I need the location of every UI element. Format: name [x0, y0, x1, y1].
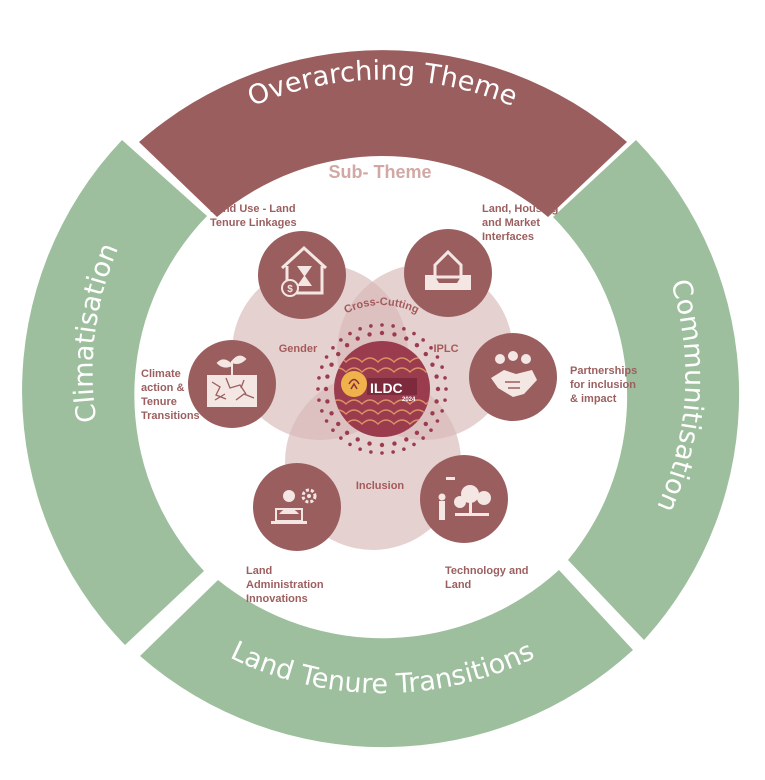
halo-dot	[344, 430, 350, 435]
halo-dot	[429, 428, 433, 432]
gender-label: Gender	[279, 343, 318, 355]
land-use-tenure-icon-group: $	[258, 231, 346, 319]
halo-dot	[412, 442, 416, 447]
halo-dot	[336, 421, 341, 427]
halo-dot	[430, 362, 435, 367]
halo-dot	[358, 327, 362, 331]
halo-dot	[348, 442, 352, 447]
halo-dot	[435, 419, 440, 423]
halo-dot	[339, 338, 343, 342]
halo-dot	[421, 338, 425, 342]
climate-icon-group	[188, 340, 276, 428]
halo-dot	[391, 324, 395, 328]
halo-dot	[380, 451, 384, 455]
house-tray-icon	[404, 229, 492, 317]
label-climate: Climate action & Tenure Transitions	[141, 368, 200, 422]
halo-dot	[435, 355, 440, 359]
halo-dot	[440, 409, 444, 413]
communitisation-arc	[553, 140, 740, 640]
halo-dot	[444, 387, 448, 391]
halo-dot	[412, 331, 416, 336]
halo-dot	[317, 376, 321, 380]
iplc-label: IPLC	[433, 343, 458, 355]
halo-dot	[331, 428, 335, 432]
label-land-admin: Land Administration Innovations	[246, 565, 327, 605]
halo-dot	[336, 351, 341, 357]
halo-dot	[414, 343, 420, 348]
partnerships-icon-group	[469, 333, 557, 421]
halo-dot	[443, 376, 447, 380]
halo-dot	[391, 450, 395, 454]
halo-dot	[430, 411, 435, 416]
halo-dot	[392, 332, 397, 337]
technology-icon-group	[420, 455, 508, 543]
halo-dot	[434, 374, 439, 379]
halo-dot	[404, 336, 409, 341]
halo-dot	[392, 441, 397, 446]
label-land-housing: Land, Housing and Market Interfaces	[482, 203, 561, 243]
halo-dot	[355, 437, 360, 442]
halo-dot	[435, 386, 441, 392]
sub-theme-title: Sub- Theme	[328, 162, 431, 182]
label-technology: Technology and Land	[445, 565, 532, 591]
logo-dot-halo	[316, 323, 448, 455]
halo-dot	[421, 436, 425, 440]
halo-dot	[369, 450, 373, 454]
halo-dot	[379, 442, 385, 448]
halo-dot	[325, 374, 330, 379]
halo-dot	[369, 324, 373, 328]
svg-text:$: $	[287, 284, 293, 295]
halo-dot	[355, 336, 360, 341]
halo-dot	[440, 365, 444, 369]
label-partnerships: Partnerships for inclusion & impact	[570, 365, 640, 405]
overarching-theme-arc	[139, 50, 627, 217]
halo-dot	[329, 362, 334, 367]
person-laptop-gear-icon	[253, 463, 341, 551]
halo-dot	[443, 398, 447, 402]
halo-dot	[414, 430, 420, 435]
halo-dot	[380, 323, 384, 327]
halo-dot	[402, 447, 406, 451]
halo-dot	[320, 409, 324, 413]
halo-dot	[324, 419, 329, 423]
land-tenure-transitions-arc	[140, 570, 633, 748]
halo-dot	[324, 355, 329, 359]
halo-dot	[316, 387, 320, 391]
ildc-logo: ILDC 2024	[316, 323, 448, 455]
halo-dot	[423, 351, 428, 357]
halo-dot	[325, 399, 330, 404]
halo-dot	[320, 365, 324, 369]
halo-dot	[423, 421, 428, 427]
halo-dot	[402, 327, 406, 331]
halo-dot	[348, 331, 352, 336]
halo-dot	[329, 411, 334, 416]
halo-dot	[323, 386, 329, 392]
halo-dot	[379, 330, 385, 336]
halo-dot	[358, 447, 362, 451]
halo-dot	[344, 343, 350, 348]
land-housing-icon-group	[404, 229, 492, 317]
label-land-use-tenure: Land Use - Land Tenure Linkages	[210, 203, 299, 229]
halo-dot	[331, 346, 335, 350]
halo-dot	[339, 436, 343, 440]
logo-year: 2024	[402, 397, 416, 403]
halo-dot	[434, 399, 439, 404]
halo-dot	[429, 346, 433, 350]
halo-dot	[367, 441, 372, 446]
halo-dot	[404, 437, 409, 442]
house-hourglass-coin-icon	[258, 231, 346, 319]
halo-dot	[317, 398, 321, 402]
inclusion-label: Inclusion	[356, 480, 405, 492]
halo-dot	[367, 332, 372, 337]
logo-text: ILDC	[370, 380, 403, 396]
climatisation-arc	[22, 140, 207, 645]
land-admin-icon-group	[253, 463, 341, 551]
